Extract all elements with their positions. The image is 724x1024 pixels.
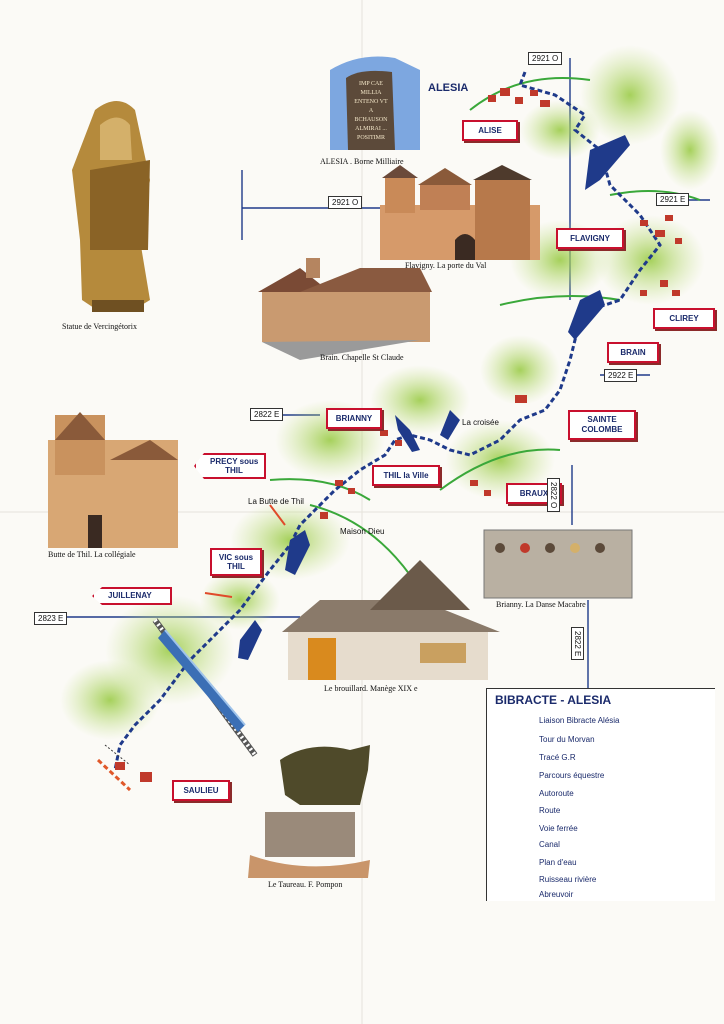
road-2922e-right: 2922 E bbox=[604, 369, 638, 382]
chapel-illustration bbox=[258, 258, 432, 360]
rivers bbox=[238, 135, 630, 660]
flavigny-gate-illustration bbox=[380, 165, 540, 260]
taureau-illustration bbox=[248, 745, 370, 878]
legend-label: Liaison Bibracte Alésia bbox=[539, 716, 620, 725]
direction-vic-sous-thil[interactable]: VIC sous THIL bbox=[210, 548, 262, 576]
legend-label: Voie ferrée bbox=[539, 824, 578, 833]
borne-illustration bbox=[330, 56, 420, 150]
place-butte-de-thil: La Butte de Thil bbox=[248, 497, 304, 506]
tour-du-morvan-line bbox=[96, 758, 132, 792]
legend-item-abreuvoir: Abreuvoir bbox=[493, 889, 633, 903]
legend-label: Ruisseau rivière bbox=[539, 875, 597, 884]
borne-caption: ALESIA . Borne Milliaire bbox=[320, 157, 404, 166]
legend-item-autoroute: Autoroute bbox=[493, 788, 633, 802]
place-maison-dieu: Maison Dieu bbox=[340, 527, 385, 536]
town-alise[interactable]: ALISE bbox=[462, 120, 518, 141]
town-brianny[interactable]: BRIANNY bbox=[326, 408, 382, 429]
precy-line2: THIL bbox=[225, 466, 243, 475]
foliage bbox=[60, 45, 720, 740]
town-flavigny[interactable]: FLAVIGNY bbox=[556, 228, 624, 249]
road-2921o-mid: 2921 O bbox=[328, 196, 363, 209]
legend-item-voie-ferree: Voie ferrée bbox=[493, 823, 633, 837]
legend-label: Abreuvoir bbox=[539, 890, 574, 899]
village-markers bbox=[115, 88, 682, 782]
danse-macabre-illustration bbox=[483, 529, 633, 599]
road-2921o-top: 2921 O bbox=[528, 52, 563, 65]
liaison-route bbox=[113, 71, 662, 771]
town-clirey[interactable]: CLIREY bbox=[653, 308, 715, 329]
legend-item-route: Route bbox=[493, 805, 633, 819]
map-title: ALESIA bbox=[428, 82, 469, 94]
road-2822e: 2822 E bbox=[250, 408, 284, 421]
legend-label: Tracé G.R bbox=[539, 753, 576, 762]
vic-line1: VIC sous bbox=[218, 553, 254, 562]
flavigny-caption: Flavigny. La porte du Val bbox=[405, 261, 487, 270]
manege-illustration bbox=[282, 560, 500, 680]
vic-line2: THIL bbox=[227, 562, 245, 571]
town-brain[interactable]: BRAIN bbox=[607, 342, 659, 363]
legend-label: Autoroute bbox=[539, 789, 574, 798]
sainte-colombe-line2: COLOMBE bbox=[581, 425, 623, 434]
place-la-croisee: La croisée bbox=[462, 418, 499, 427]
statue-illustration bbox=[72, 101, 150, 312]
road-2822e-bottom: 2822 E bbox=[571, 627, 584, 661]
road-2823e: 2823 E bbox=[34, 612, 68, 625]
statue-caption: Statue de Vercingétorix bbox=[62, 322, 137, 331]
road-2822o: 2822 O bbox=[547, 478, 560, 513]
manege-caption: Le brouillard. Manège XIX e bbox=[324, 684, 418, 693]
collegiale-illustration bbox=[48, 412, 178, 548]
legend-label: Tour du Morvan bbox=[539, 735, 595, 744]
danse-caption: Brianny. La Danse Macabre bbox=[496, 600, 586, 609]
taureau-caption: Le Taureau. F. Pompon bbox=[268, 880, 343, 889]
legend-label: Parcours équestre bbox=[539, 771, 605, 780]
legend-item-canal: Canal bbox=[493, 839, 633, 853]
legend-item-parcours-equestre: Parcours équestre bbox=[493, 770, 633, 784]
brain-caption: Brain. Chapelle St Claude bbox=[320, 353, 404, 362]
equestrian-arrows bbox=[204, 504, 286, 598]
borne-inscription: IMP CAE MILLIA ENTENO VT A BCHAUSON ALMI… bbox=[354, 81, 388, 141]
sainte-colombe-line1: SAINTE bbox=[587, 415, 617, 424]
legend-label: Route bbox=[539, 806, 561, 815]
legend-item-trace-gr: Tracé G.R bbox=[493, 752, 633, 766]
legend-item-liaison: Liaison Bibracte Alésia bbox=[493, 715, 633, 729]
town-saulieu[interactable]: SAULIEU bbox=[172, 780, 230, 801]
town-thil-la-ville[interactable]: THIL la Ville bbox=[372, 465, 440, 486]
legend-item-tour-du-morvan: Tour du Morvan bbox=[493, 734, 633, 748]
legend: BIBRACTE - ALESIA Liaison Bibracte Alési… bbox=[486, 688, 715, 901]
precy-line1: PRECY sous bbox=[210, 457, 259, 466]
thil-caption: Butte de Thil. La collégiale bbox=[48, 550, 136, 559]
town-sainte-colombe[interactable]: SAINTE COLOMBE bbox=[568, 410, 636, 440]
legend-item-ruisseau: Ruisseau rivière bbox=[493, 874, 633, 888]
legend-title: BIBRACTE - ALESIA bbox=[495, 693, 612, 707]
road-2921e: 2921 E bbox=[656, 193, 690, 206]
tgv-train bbox=[158, 629, 246, 732]
legend-label: Plan d'eau bbox=[539, 858, 577, 867]
legend-item-plan-d-eau: Plan d'eau bbox=[493, 857, 633, 871]
direction-precy-sous-thil[interactable]: PRECY sous THIL bbox=[194, 453, 266, 479]
direction-juillenay[interactable]: JUILLENAY bbox=[92, 587, 172, 605]
legend-label: Canal bbox=[539, 840, 560, 849]
green-contours bbox=[269, 77, 701, 576]
